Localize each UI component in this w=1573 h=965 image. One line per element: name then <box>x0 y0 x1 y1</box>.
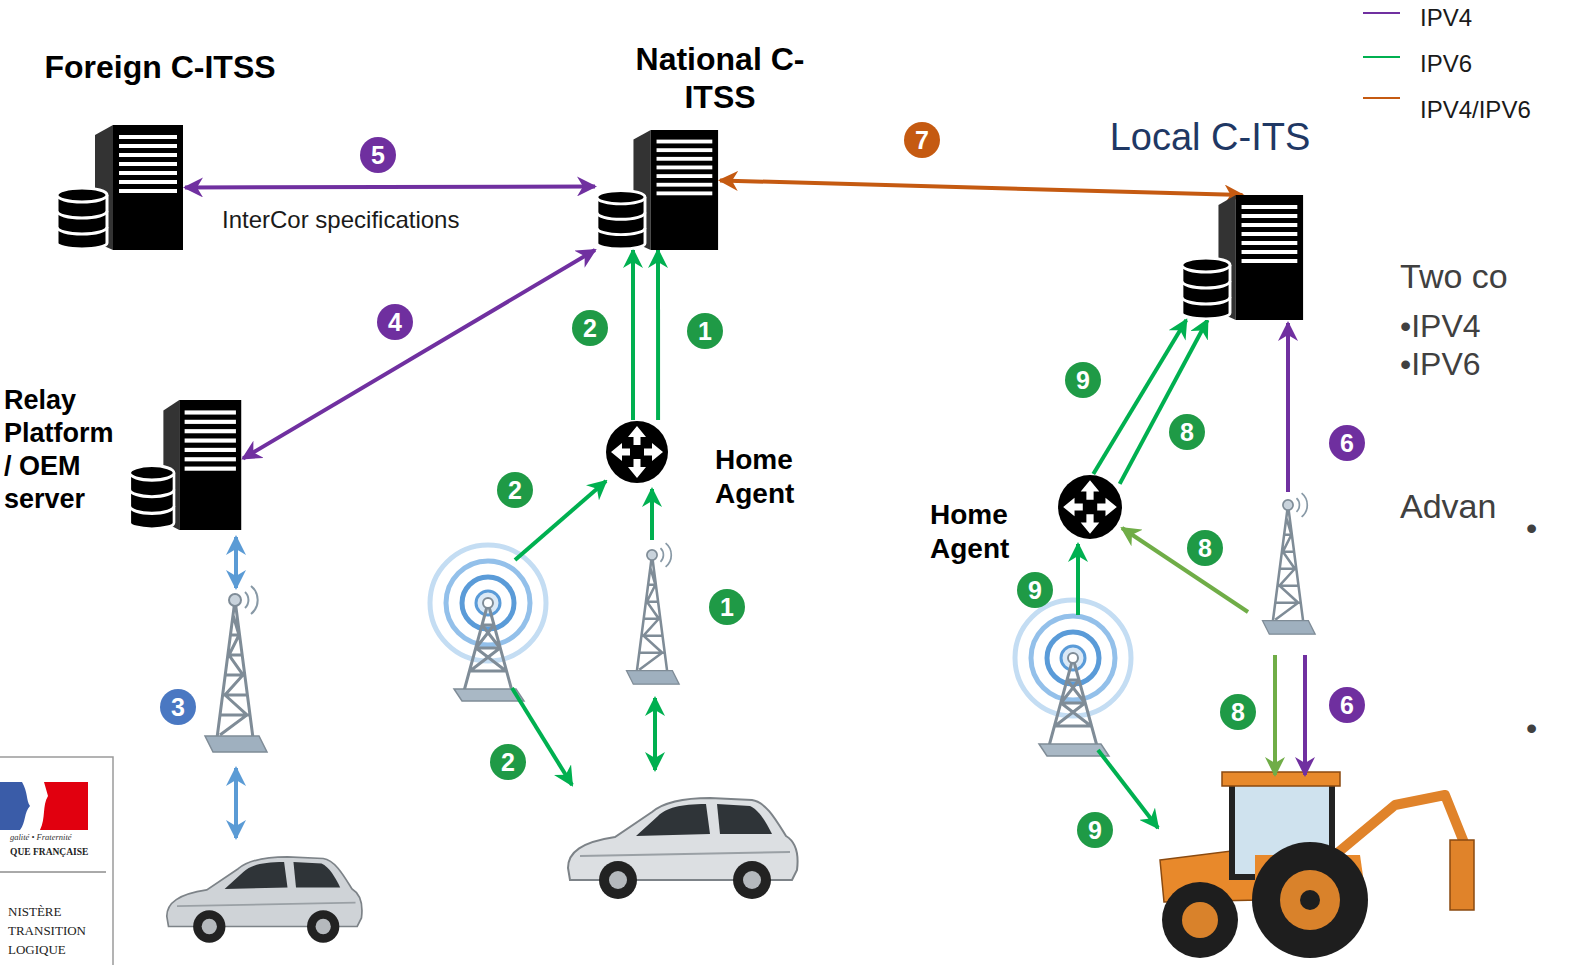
server-node: Local C-ITS <box>1180 195 1305 320</box>
legend-samples <box>1363 13 1400 98</box>
callout-number: 6 <box>1329 687 1365 723</box>
callout-number: 7 <box>904 122 940 158</box>
callout-number: 8 <box>1187 530 1223 566</box>
callout-number: 1 <box>709 589 745 625</box>
connector <box>631 250 635 420</box>
legend-text: IPV6 <box>1420 50 1472 78</box>
server-icon <box>128 400 243 530</box>
text-label: •IPV6 <box>1400 346 1481 382</box>
connector <box>1120 320 1208 484</box>
text-label: NISTÈRE <box>8 903 61 920</box>
cell-tower <box>627 543 680 684</box>
callout-number: 1 <box>687 313 723 349</box>
router-icon <box>605 420 669 484</box>
text-label: • <box>1526 710 1537 746</box>
callout-number: 8 <box>1169 414 1205 450</box>
car <box>568 798 798 899</box>
node-label: Relay Platform / OEM server <box>4 384 122 516</box>
node-label: Local C-ITS <box>1110 115 1311 159</box>
callout-number: 6 <box>1329 425 1365 461</box>
connector <box>720 180 1243 195</box>
ministry-logo <box>0 757 113 965</box>
cell-tower <box>1263 493 1316 634</box>
callout-number: 2 <box>490 744 526 780</box>
server-icon <box>1180 195 1305 320</box>
legend-text: IPV4 <box>1420 4 1472 32</box>
connector <box>1093 320 1186 474</box>
car <box>167 857 362 943</box>
node-label: Home Agent <box>930 498 1040 566</box>
cell-tower <box>205 586 267 752</box>
server-icon <box>595 130 720 250</box>
callout-number: 2 <box>572 310 608 346</box>
server-node: National C- ITSS <box>595 130 720 250</box>
callout-number: 4 <box>377 304 413 340</box>
node-label: National C- ITSS <box>610 40 830 116</box>
text-label: • <box>1526 510 1537 546</box>
legend-text: IPV4/IPV6 <box>1420 96 1531 124</box>
node-label: Home Agent <box>715 443 825 511</box>
text-label: InterCor specifications <box>222 206 459 234</box>
text-label: Two co <box>1400 256 1508 296</box>
callout-number: 3 <box>160 689 196 725</box>
callout-number: 9 <box>1077 812 1113 848</box>
router-icon <box>1057 474 1123 540</box>
broadcast-antenna <box>1015 600 1131 756</box>
server-icon <box>55 125 185 250</box>
text-label: LOGIQUE <box>8 941 66 958</box>
broadcast-antenna <box>430 545 546 701</box>
text-label: Advan <box>1400 486 1496 526</box>
callout-number: 2 <box>497 472 533 508</box>
server-node: Foreign C-ITSS <box>55 125 185 250</box>
connector <box>243 250 595 459</box>
connector <box>656 250 660 420</box>
server-node: Relay Platform / OEM server <box>128 400 243 530</box>
home-agent-router: Home Agent <box>1057 474 1123 540</box>
callout-number: 5 <box>360 137 396 173</box>
text-label: •IPV4 <box>1400 308 1481 344</box>
node-label: Foreign C-ITSS <box>44 48 275 86</box>
callout-number: 8 <box>1220 694 1256 730</box>
home-agent-router: Home Agent <box>605 420 669 484</box>
text-label: TRANSITION <box>8 922 86 939</box>
text-label: QUE FRANÇAISE <box>10 846 88 858</box>
radio-links <box>236 323 1305 838</box>
text-label: galité • Fraternité <box>10 832 72 843</box>
connector <box>185 186 595 187</box>
callout-number: 9 <box>1065 362 1101 398</box>
tractor <box>1160 772 1474 958</box>
callout-number: 9 <box>1017 572 1053 608</box>
